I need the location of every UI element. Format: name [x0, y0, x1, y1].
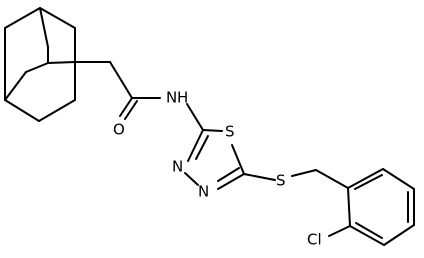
- bond: [347, 187, 351, 227]
- bond: [349, 225, 385, 246]
- bond: [291, 169, 317, 177]
- bond: [4, 99, 40, 122]
- bonds: [4, 7, 415, 246]
- bond: [47, 61, 76, 64]
- amide-hydrogen-label: H: [177, 89, 188, 107]
- bond: [184, 172, 199, 186]
- bond: [195, 135, 209, 160]
- amide-nitrogen-label: N: [166, 89, 177, 107]
- bond: [39, 7, 49, 48]
- bond: [4, 7, 41, 29]
- bond: [217, 167, 240, 182]
- bond: [217, 173, 245, 190]
- bond: [187, 129, 204, 162]
- bond: [4, 71, 27, 101]
- atom-labels: N H O S N N S Cl: [113, 89, 322, 249]
- thioether-sulfur-label: S: [276, 172, 286, 190]
- bond: [202, 129, 223, 132]
- bond: [39, 7, 76, 29]
- bond: [119, 97, 133, 117]
- bond: [186, 103, 204, 131]
- ring-nitrogen-lower-label: N: [198, 183, 209, 201]
- ring-nitrogen-upper-label: N: [172, 158, 183, 176]
- bond: [382, 168, 415, 190]
- bond: [315, 169, 349, 189]
- bond: [383, 224, 415, 246]
- bond: [124, 100, 138, 120]
- ring-sulfur-label: S: [225, 123, 235, 141]
- bond: [231, 144, 245, 175]
- bond: [347, 168, 384, 189]
- bond: [328, 225, 351, 237]
- bond: [25, 62, 49, 73]
- bond: [354, 174, 383, 190]
- carbonyl-oxygen-label: O: [113, 121, 125, 139]
- chlorine-label: Cl: [307, 231, 322, 249]
- bond: [355, 222, 383, 239]
- bond: [109, 61, 133, 99]
- bond: [243, 173, 276, 181]
- bond: [38, 99, 76, 122]
